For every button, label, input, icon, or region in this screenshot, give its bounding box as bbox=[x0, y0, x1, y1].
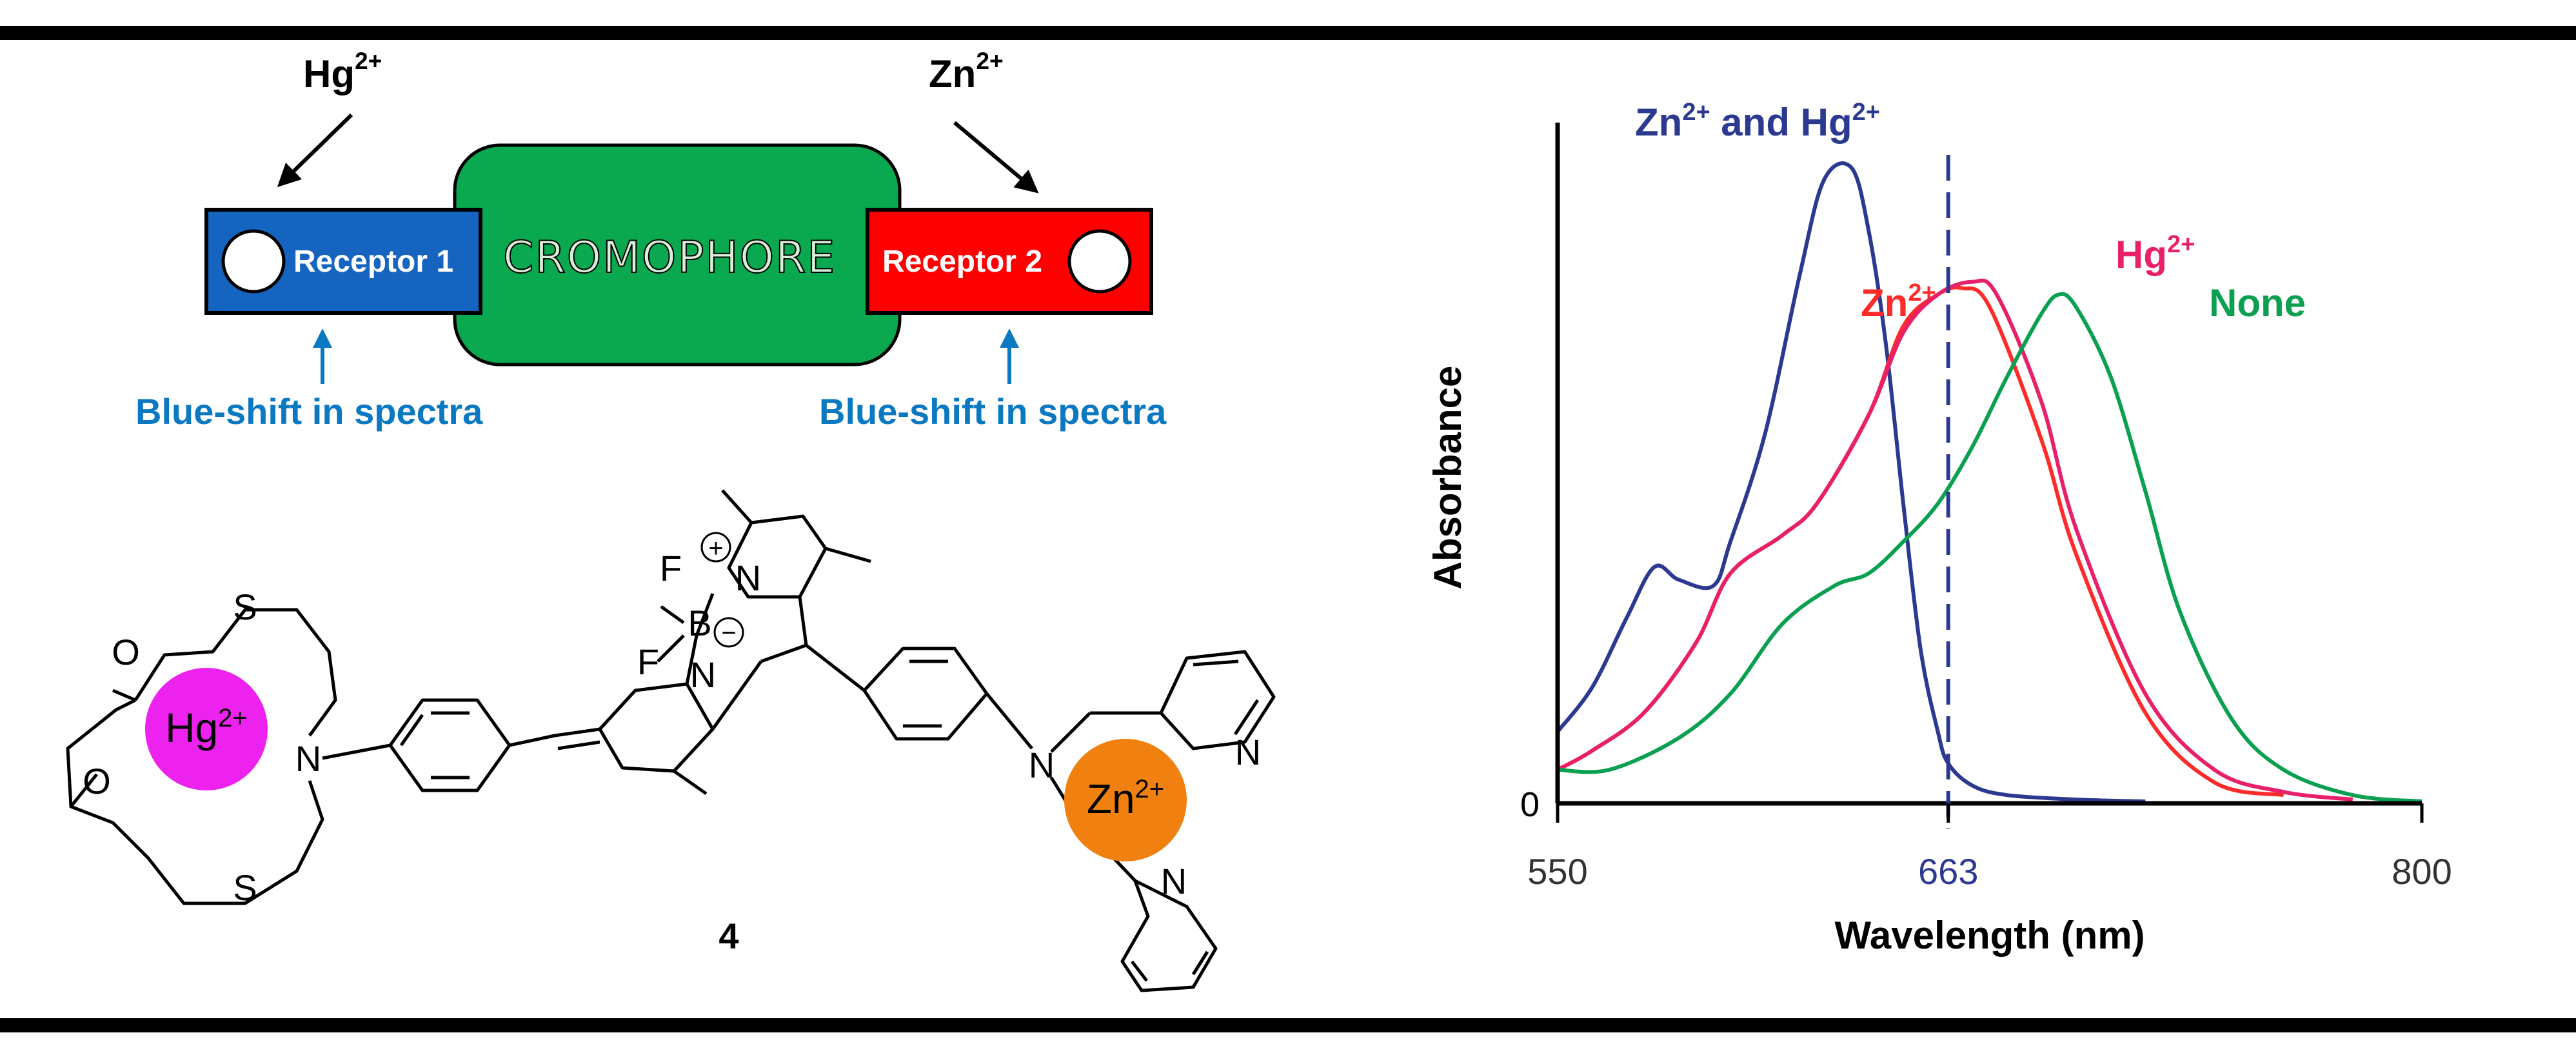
receptor-2-label: Receptor 2 bbox=[882, 245, 1043, 279]
atom-f-top: F bbox=[660, 548, 682, 588]
plus-sign: + bbox=[708, 534, 723, 563]
blue-shift-label-left: Blue-shift in spectra bbox=[135, 391, 483, 432]
x-tick-label-0: 550 bbox=[1527, 851, 1587, 892]
atom-n-upper: N bbox=[735, 558, 761, 598]
y-axis-label: Absorbance bbox=[1426, 366, 1469, 590]
minus-sign: − bbox=[721, 619, 736, 647]
series-layer bbox=[1556, 161, 2422, 803]
atom-b: B bbox=[688, 603, 711, 643]
series-line-1 bbox=[1556, 285, 2284, 798]
legend-zn: Zn2+ bbox=[1861, 279, 1936, 325]
molecule-bonds bbox=[66, 489, 1276, 992]
series-line-3 bbox=[1557, 292, 2422, 803]
zn-ion-circle bbox=[1064, 739, 1187, 861]
receptor-1-box bbox=[204, 208, 482, 315]
scheme-shapes bbox=[204, 113, 1153, 384]
legend-none: None bbox=[2209, 281, 2306, 325]
receptor-1-site bbox=[221, 229, 286, 294]
hg-arrow bbox=[277, 113, 353, 188]
series-line-0 bbox=[1556, 161, 2146, 803]
x-axis-label: Wavelength (nm) bbox=[1834, 914, 2145, 957]
ion-label-zn: Zn2+ bbox=[929, 47, 1004, 95]
molecule-structure: O S O S N F N B F N N N N + − Hg2+ Zn2+ … bbox=[66, 489, 1276, 992]
atom-f-bottom: F bbox=[637, 641, 659, 682]
bottom-rule bbox=[0, 1018, 2576, 1032]
series-line-2 bbox=[1556, 278, 2353, 802]
zn-ion-label: Zn2+ bbox=[1087, 775, 1164, 822]
chromophore-label: CROMOPHORE bbox=[502, 232, 837, 284]
atom-n-amine: N bbox=[1029, 745, 1055, 785]
compound-number: 4 bbox=[718, 916, 738, 956]
atom-o-bottom: O bbox=[83, 761, 111, 801]
minus-circle bbox=[713, 617, 744, 648]
atom-n-pyridine-bottom: N bbox=[1161, 861, 1187, 901]
atom-s-bottom: S bbox=[233, 867, 257, 908]
atom-o-top: O bbox=[112, 632, 140, 672]
x-tick-label-2: 800 bbox=[2392, 851, 2452, 892]
legend-zn-hg: Zn2+ and Hg2+ bbox=[1635, 99, 1880, 144]
atom-n-lower: N bbox=[690, 654, 716, 695]
atom-s-top: S bbox=[233, 587, 257, 627]
ion-label-hg: Hg2+ bbox=[303, 47, 382, 95]
plus-circle bbox=[700, 532, 731, 563]
receptor-2-site bbox=[1067, 229, 1132, 294]
atom-n-pyridine-top: N bbox=[1235, 732, 1261, 772]
tick-layer: 550 663 800 bbox=[1527, 803, 2452, 892]
zn-arrow bbox=[953, 121, 1039, 194]
atom-n-macrocycle: N bbox=[295, 738, 321, 779]
blue-shift-label-right: Blue-shift in spectra bbox=[819, 391, 1167, 432]
hg-ion-circle bbox=[145, 668, 268, 790]
legend-hg: Hg2+ bbox=[2115, 231, 2195, 276]
receptor-1-label: Receptor 1 bbox=[293, 245, 454, 279]
top-rule bbox=[0, 26, 2576, 40]
y-tick-0: 0 bbox=[1520, 785, 1540, 824]
absorbance-chart: 550 663 800 Absorbance Wavelength (nm) 0 Z… bbox=[1426, 99, 2452, 957]
x-tick-label-1: 663 bbox=[1918, 851, 1978, 892]
hg-ion-label: Hg2+ bbox=[165, 704, 247, 751]
